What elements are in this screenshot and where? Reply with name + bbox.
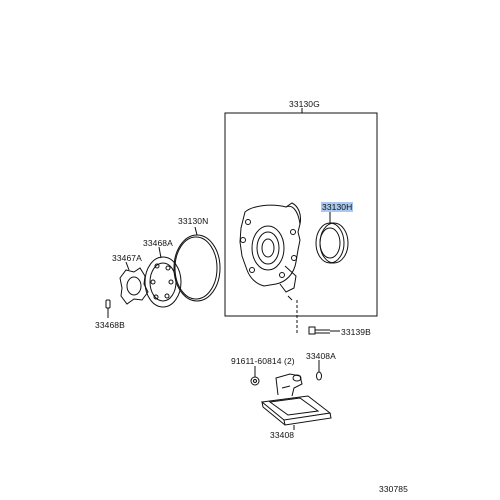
callout-33130g: 33130G [289,99,320,109]
outer-rotor [144,246,182,308]
pin [105,299,111,318]
inner-rotor [119,261,149,305]
bolt-33139b [296,300,340,335]
figure-number: 330785 [379,484,408,494]
callout-33467a: 33467A [112,253,142,263]
pump-assembly-box [224,112,378,317]
callout-33468b: 33468B [95,320,125,330]
oil-pump-body [239,202,301,301]
oil-seal-ring [315,212,349,264]
callout-33408a: 33408A [306,351,336,361]
oil-strainer [260,373,332,430]
callout-33139b: 33139B [341,327,371,337]
bolt-91611 [250,366,260,386]
callout-33468a: 33468A [143,238,173,248]
callout-33130h[interactable]: 33130H [321,202,354,212]
callout-33408: 33408 [270,430,295,440]
plug-33408a [316,360,322,381]
callout-33130n: 33130N [178,216,209,226]
callout-91611-60814: 91611-60814 (2) [231,356,295,366]
o-ring [173,226,221,302]
